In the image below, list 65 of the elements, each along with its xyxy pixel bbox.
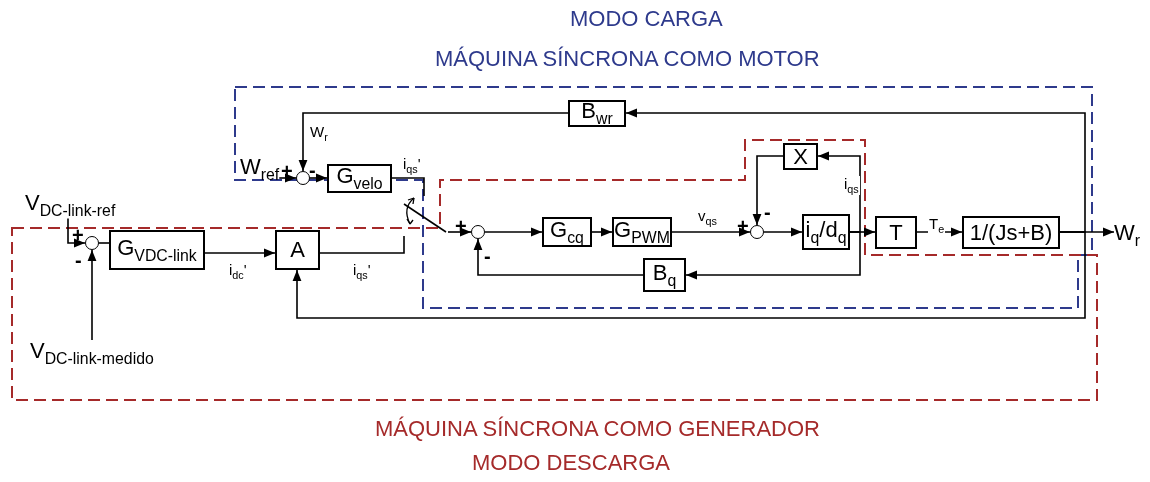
arrow [473,238,644,276]
edge-label: T$_{e}$ [928,216,946,236]
signal-label: V$_{DC-link-medido}$ [30,340,154,367]
edge-label: W$_{r}$ [309,124,329,144]
arrow [298,112,569,172]
arrow [484,227,543,237]
sign-label: - [484,246,491,266]
sign-label: - [75,250,82,270]
region-heading: MODO CARGA [570,8,723,30]
arrow [671,227,751,237]
arrow [625,108,1086,233]
edge-label: i$_{qs}$' [402,156,422,176]
transfer-function-block [327,164,392,193]
arrow [309,173,328,183]
summing-junction [296,171,310,185]
summing-junction [750,225,764,239]
arrow [278,173,297,183]
block-label: i$_{q}$/d$_{q}$ [805,218,847,246]
arrow [87,249,97,341]
signal-label: W$_{ref}$ [240,156,280,183]
arrow [204,248,276,258]
block-label: B$_{wr}$ [581,100,613,127]
region-heading: MÁQUINA SÍNCRONA COMO MOTOR [435,48,820,70]
region-heading: MODO DESCARGA [472,452,671,474]
block-label: G$_{VDC-link}$ [117,236,197,264]
arrow [447,227,472,237]
block-label: G$_{PWM}$ [614,218,670,246]
signal-line [319,235,405,254]
arrow [817,151,861,233]
transfer-function-block [109,230,205,270]
block-label: B$_{q}$ [652,261,677,289]
arrow [685,231,861,280]
block-label: 1/(Js+B) [969,221,1053,244]
region-heading: MÁQUINA SÍNCRONA COMO GENERADOR [375,418,820,440]
arrow [1059,227,1115,237]
transfer-function-block [643,258,686,292]
signal-label: V$_{DC-link-ref}$ [25,192,116,219]
sign-label: - [309,160,316,180]
arrow [752,155,784,226]
transfer-function-block [568,100,626,127]
transfer-function-block [542,217,592,247]
transfer-function-block [875,216,917,249]
block-label: G$_{cq}$ [550,218,584,246]
arrow [292,231,1086,319]
arrow [916,227,963,237]
block-label: G$_{velo}$ [336,165,383,192]
signal-label: W$_{r}$ [1114,222,1141,249]
transfer-function-block [275,230,320,270]
transfer-function-block [962,216,1060,249]
edge-label: i$_{qs}$' [352,262,372,282]
arrow [763,227,803,237]
edge-label: i$_{dc}$' [228,262,248,282]
sign-label: - [764,202,771,222]
summing-junction [85,236,99,250]
transfer-function-block [783,143,818,170]
edge-label: i$_{qs}$ [843,176,860,196]
signal-line [98,242,110,244]
block-label: A [290,239,305,261]
block-label: X [793,145,808,168]
arrow [67,217,86,248]
summing-junction [471,225,485,239]
block-label: T [889,221,903,244]
signal-line [391,177,425,197]
arrow [591,227,613,237]
sign-label: + [72,225,84,245]
